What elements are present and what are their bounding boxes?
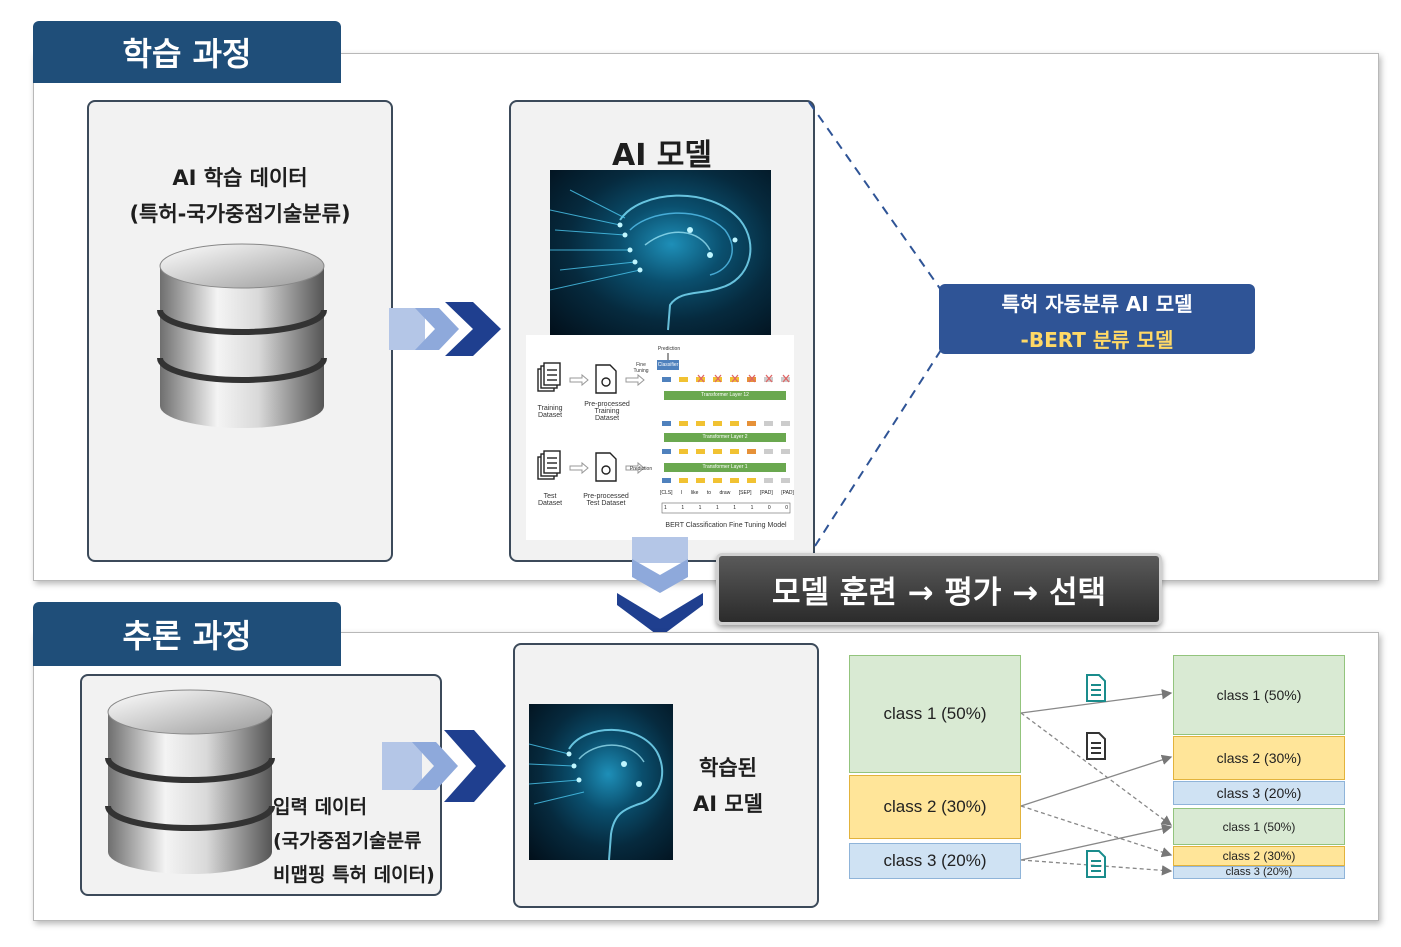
preprocessed-doc-icon-2 bbox=[595, 452, 617, 482]
class-mapping-arrows bbox=[1020, 674, 1173, 878]
bert-prediction-top-label: Prediction bbox=[657, 346, 681, 352]
bert-caption: BERT Classification Fine Tuning Model bbox=[665, 522, 787, 529]
classification-diagram: class 1 (50%) class 2 (30%) class 3 (20%… bbox=[849, 655, 1345, 881]
training-data-title: AI 학습 데이터 (특허-국가중점기술분류) bbox=[89, 160, 391, 232]
bert-mask-value: 0 bbox=[767, 505, 771, 511]
trained-brain-circuit-icon bbox=[529, 729, 664, 860]
training-data-line1: AI 학습 데이터 bbox=[172, 166, 308, 190]
ai-model-title: AI 모델 bbox=[611, 138, 713, 173]
inference-tab: 추론 과정 bbox=[33, 602, 341, 666]
down-flow-arrow bbox=[617, 537, 703, 637]
bert-layer-1-label: Transformer Layer 1 bbox=[702, 464, 748, 470]
training-dataset-icon bbox=[537, 362, 561, 392]
bert-mask-value: 1 bbox=[750, 505, 754, 511]
bert-token: [PAD] bbox=[760, 490, 773, 496]
left-class-2: class 2 (30%) bbox=[849, 775, 1021, 839]
bert-token: to bbox=[706, 490, 711, 496]
training-flow-arrow bbox=[389, 302, 501, 356]
right-g2-class-1: class 1 (50%) bbox=[1173, 808, 1345, 845]
bert-token: [CLS] bbox=[660, 490, 673, 496]
bert-token: draw bbox=[719, 490, 731, 496]
left-class-3: class 3 (20%) bbox=[849, 843, 1021, 879]
trained-model-line2: AI 모델 bbox=[692, 792, 764, 816]
callout-line2-prefix: -BERT bbox=[1020, 328, 1086, 352]
token-rows bbox=[661, 374, 791, 514]
right-g2-class-2: class 2 (30%) bbox=[1173, 846, 1345, 866]
input-data-text: 입력 데이터 (국가중점기술분류 비맵핑 특허 데이터) bbox=[273, 790, 435, 892]
bert-diagram bbox=[537, 353, 791, 514]
bert-mask-row: 1 1 1 1 1 1 0 0 bbox=[664, 505, 788, 511]
bert-model-callout: 특허 자동분류 AI 모델 -BERT 분류 모델 bbox=[939, 284, 1255, 354]
left-class-1: class 1 (50%) bbox=[849, 655, 1021, 773]
trained-brain-image bbox=[529, 704, 673, 860]
callout-line2-highlight: 분류 모델 bbox=[1085, 328, 1174, 352]
document-icon bbox=[1086, 674, 1106, 702]
bert-prediction-side-label: Prediction bbox=[629, 466, 653, 472]
bert-fine-tuning-figure: Training Dataset Pre-processed Training … bbox=[526, 335, 794, 540]
bert-layer-2-label: Transformer Layer 2 bbox=[702, 434, 748, 440]
bert-mask-value: 1 bbox=[664, 505, 667, 511]
bert-token: I bbox=[680, 490, 683, 496]
bert-test-dataset-label: Test Dataset bbox=[537, 493, 563, 507]
trained-model-line1: 학습된 bbox=[699, 756, 757, 780]
bert-classifier-label: Classifier bbox=[657, 362, 679, 368]
input-data-line1: 입력 데이터 bbox=[273, 796, 368, 818]
trained-model-label: 학습된 AI 모델 bbox=[688, 750, 768, 822]
bert-token: [SEP] bbox=[738, 490, 752, 496]
right-g1-class-1: class 1 (50%) bbox=[1173, 655, 1345, 735]
callout-line1: 특허 자동분류 AI 모델 bbox=[1001, 292, 1193, 316]
bert-preprocessed-training-label: Pre-processed Training Dataset bbox=[584, 401, 630, 422]
bert-token: [PAD] bbox=[781, 490, 794, 496]
input-data-line3: 비맵핑 특허 데이터) bbox=[273, 864, 435, 886]
training-database-icon bbox=[157, 243, 327, 428]
right-g1-class-2: class 2 (30%) bbox=[1173, 736, 1345, 780]
brain-circuit-icon bbox=[550, 189, 752, 331]
training-tab: 학습 과정 bbox=[33, 21, 341, 83]
bert-preprocessed-test-label: Pre-processed Test Dataset bbox=[583, 493, 629, 507]
training-data-line2: (특허-국가중점기술분류) bbox=[129, 202, 351, 226]
bert-fine-tuning-label: Fine Tuning bbox=[633, 362, 649, 374]
bert-token-row: [CLS] I like to draw [SEP] [PAD] [PAD] bbox=[660, 490, 794, 496]
brain-image bbox=[550, 170, 771, 335]
callout-line2: -BERT 분류 모델 bbox=[939, 324, 1255, 353]
inference-flow-arrow bbox=[382, 730, 506, 802]
bert-layer-12-label: Transformer Layer 12 bbox=[701, 392, 749, 398]
input-data-line2: (국가중점기술분류 bbox=[273, 830, 422, 852]
bert-training-dataset-label: Training Dataset bbox=[537, 405, 563, 419]
bert-mask-value: 1 bbox=[698, 505, 702, 511]
input-database-icon bbox=[105, 689, 275, 874]
right-g1-class-3: class 3 (20%) bbox=[1173, 781, 1345, 805]
callout-dashed-lines bbox=[808, 101, 942, 547]
bert-mask-value: 1 bbox=[715, 505, 719, 511]
bert-mask-value: 0 bbox=[785, 505, 788, 511]
bert-token: like bbox=[690, 490, 699, 496]
test-dataset-icon bbox=[537, 450, 561, 480]
document-icon bbox=[1086, 850, 1106, 878]
preprocessed-doc-icon-1 bbox=[595, 364, 617, 394]
bert-mask-value: 1 bbox=[681, 505, 685, 511]
process-bar: 모델 훈련 → 평가 → 선택 bbox=[716, 553, 1162, 625]
right-g2-class-3: class 3 (20%) bbox=[1173, 866, 1345, 879]
document-icon bbox=[1086, 732, 1106, 760]
bert-mask-value: 1 bbox=[733, 505, 737, 511]
